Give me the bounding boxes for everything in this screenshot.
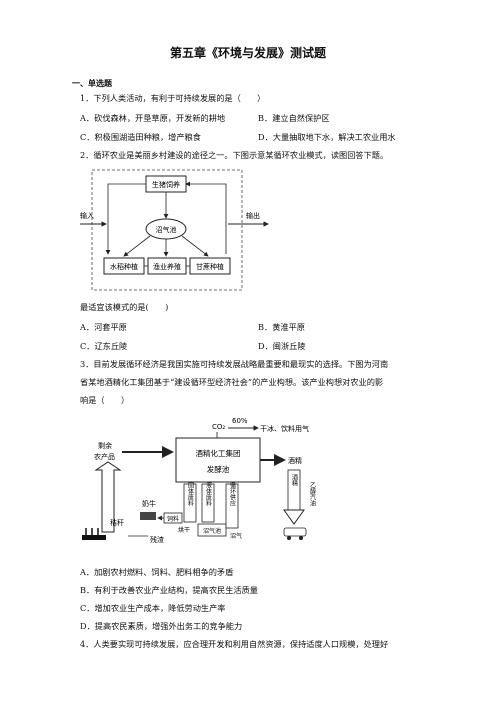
sugarcane-label: 甘蔗种植	[196, 262, 224, 271]
surplus-label-1: 剩余	[98, 441, 112, 450]
q3-option-c[interactable]: C．增加农业生产成本，降低劳动生产率	[80, 603, 226, 613]
solid-waste-label: 固体废料	[187, 482, 194, 507]
ethanol-label: 乙醇汽油	[309, 482, 316, 507]
q1-option-b[interactable]: B．建立自然保护区	[258, 113, 330, 123]
page-title: 第五章《环境与发展》测试题	[169, 46, 326, 60]
dry-label: 烘干	[178, 526, 190, 534]
liquor-label: 酒精	[291, 473, 298, 487]
q2-option-a[interactable]: A．河套平原	[80, 322, 127, 332]
alcohol-group-diagram: CO₂ 60% 干冰、饮料用气 酒精化工集团 发酵池 酒精 剩余 农产品 秸秆 …	[82, 417, 316, 544]
q1-option-d[interactable]: D．大量抽取地下水，解决工农业用水	[258, 132, 396, 142]
biogas-pool-label: 沼气池	[156, 225, 177, 234]
group-box	[175, 437, 261, 483]
question-3-stem-line3: 响是（ ）	[80, 395, 130, 405]
q2-option-b[interactable]: B．黄淮平原	[258, 322, 305, 332]
q1-option-a[interactable]: A．砍伐森林，开垦草原，开发新的耕地	[80, 113, 226, 123]
question-2-stem: 2．循环农业是美丽乡村建设的途径之一。下图示意某循环农业模式，读图回答下题。	[80, 150, 389, 160]
system-boundary	[91, 169, 243, 291]
input-label: 输入	[80, 211, 94, 220]
question-4-stem: 4．人类要实现可持续发展，应合理开发和利用自然资源，保持适度人口规模，处理好	[80, 639, 389, 649]
circular-agriculture-diagram: 生猪饲养 沼气池 水稻种植 渔业养殖 甘蔗种植 输入 输出	[80, 169, 269, 291]
percent-label: 60%	[232, 417, 248, 425]
residue-label: 残渣	[150, 535, 164, 544]
car-icon	[283, 527, 307, 537]
cow-icon	[140, 512, 156, 520]
q3-option-d[interactable]: D．提高农民素质，增强外出务工的竞争能力	[80, 621, 243, 631]
q3-option-a[interactable]: A．加剧农村燃料、饲料、肥料相争的矛盾	[80, 567, 234, 577]
question-1-stem: 1．下列人类活动，有利于可持续发展的是（ ）	[80, 93, 266, 103]
pig-farming-label: 生猪饲养	[152, 180, 180, 189]
group-label: 酒精化工集团	[196, 448, 241, 458]
alcohol-label: 酒精	[288, 456, 302, 465]
surplus-label-2: 农产品	[94, 452, 115, 461]
q3-option-b[interactable]: B．有利于改善农业产业结构，提高农民生活质量	[80, 585, 258, 595]
rice-planting-label: 水稻种植	[110, 262, 138, 271]
liquid-waste-label: 液体废料	[205, 481, 212, 507]
straw-label: 秸秆	[110, 518, 124, 527]
question-2-sub: 最适宜该模式的是( )	[80, 302, 169, 312]
question-3-stem-line2: 省某地酒精化工集团基于“建设循环型经济社会”的产业构想。该产业构想对农业的影	[80, 377, 384, 387]
cattle-label: 奶牛	[142, 499, 156, 508]
feed-label: 饲料	[167, 515, 179, 523]
q2-option-c[interactable]: C．辽东丘陵	[80, 341, 128, 351]
output-label: 输出	[246, 211, 260, 220]
recycle-label: 循环供应	[229, 481, 236, 507]
fermenter-label: 发酵池	[207, 464, 230, 474]
fishery-label: 渔业养殖	[153, 262, 181, 271]
q1-option-c[interactable]: C．积极围湖造田种粮，增产粮食	[80, 132, 201, 142]
dry-ice-label: 干冰、饮料用气	[260, 424, 309, 433]
section-heading: 一、单选题	[72, 79, 112, 88]
biogas-label: 沼气池	[203, 527, 221, 535]
co2-label: CO₂	[212, 423, 225, 431]
gas-label: 沼气	[230, 532, 242, 540]
q2-option-d[interactable]: D．闽浙丘陵	[258, 341, 306, 351]
question-3-stem-line1: 3．目前发展循环经济是我国实施可持续发展战略最重要和最现实的选择。下图为河南	[80, 359, 389, 369]
